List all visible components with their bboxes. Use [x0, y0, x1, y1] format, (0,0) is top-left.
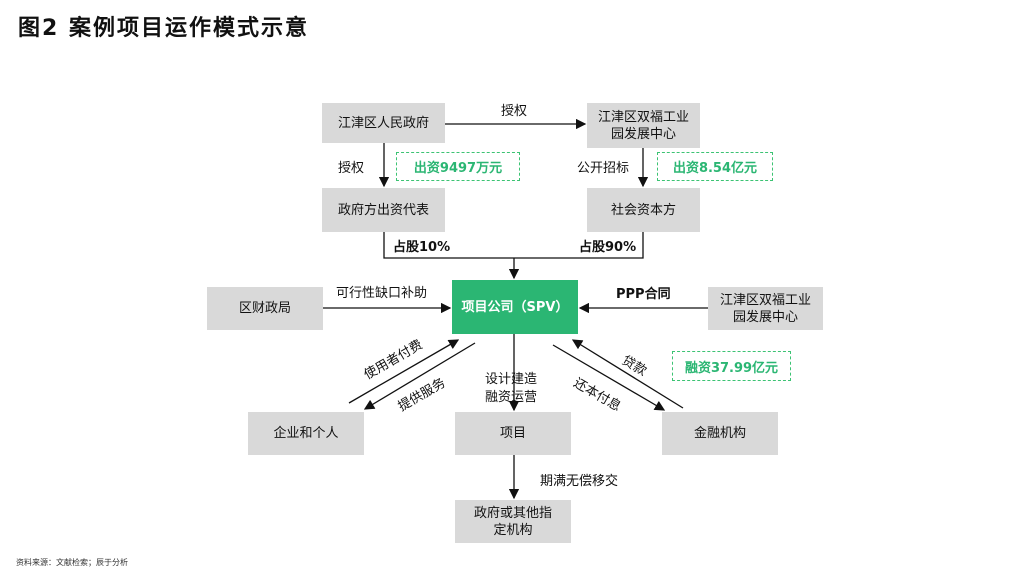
- page-title: 图2 案例项目运作模式示意: [18, 16, 309, 41]
- label-transfer: 期满无偿移交: [540, 474, 619, 489]
- box-project: 项目: [455, 412, 571, 455]
- arrow-loan: [571, 339, 684, 409]
- label-ppp: PPP合同: [616, 287, 671, 302]
- box-finance-bureau: 区财政局: [207, 287, 323, 330]
- label-share-10: 占股10%: [393, 240, 451, 255]
- box-spv: 项目公司（SPV）: [452, 280, 578, 334]
- arrow-repay: [552, 344, 666, 411]
- amount-social-invest: 出资8.54亿元: [657, 152, 773, 181]
- label-tender: 公开招标: [577, 161, 630, 176]
- box-receiver: 政府或其他指定机构: [455, 500, 571, 543]
- amount-financing: 融资37.99亿元: [672, 351, 791, 381]
- box-users: 企业和个人: [248, 412, 364, 455]
- label-gap-subsidy: 可行性缺口补助: [336, 286, 428, 301]
- label-authorize-left: 授权: [338, 161, 365, 176]
- label-dbfo-1: 设计建造: [485, 372, 538, 387]
- label-share-90: 占股90%: [579, 240, 637, 255]
- box-social-capital: 社会资本方: [587, 188, 700, 232]
- box-gov: 江津区人民政府: [322, 103, 445, 143]
- box-center-top: 江津区双福工业园发展中心: [587, 103, 700, 148]
- source-footer: 资料来源：文献检索；辰于分析: [16, 558, 128, 567]
- label-authorize-top: 授权: [501, 104, 528, 119]
- arrow-service: [363, 342, 476, 410]
- arrow-user-pay: [348, 339, 460, 404]
- label-dbfo-2: 融资运营: [485, 390, 538, 405]
- box-center-right: 江津区双福工业园发展中心: [708, 287, 823, 330]
- amount-gov-invest: 出资9497万元: [396, 152, 520, 181]
- box-bank: 金融机构: [662, 412, 778, 455]
- box-gov-rep: 政府方出资代表: [322, 188, 445, 232]
